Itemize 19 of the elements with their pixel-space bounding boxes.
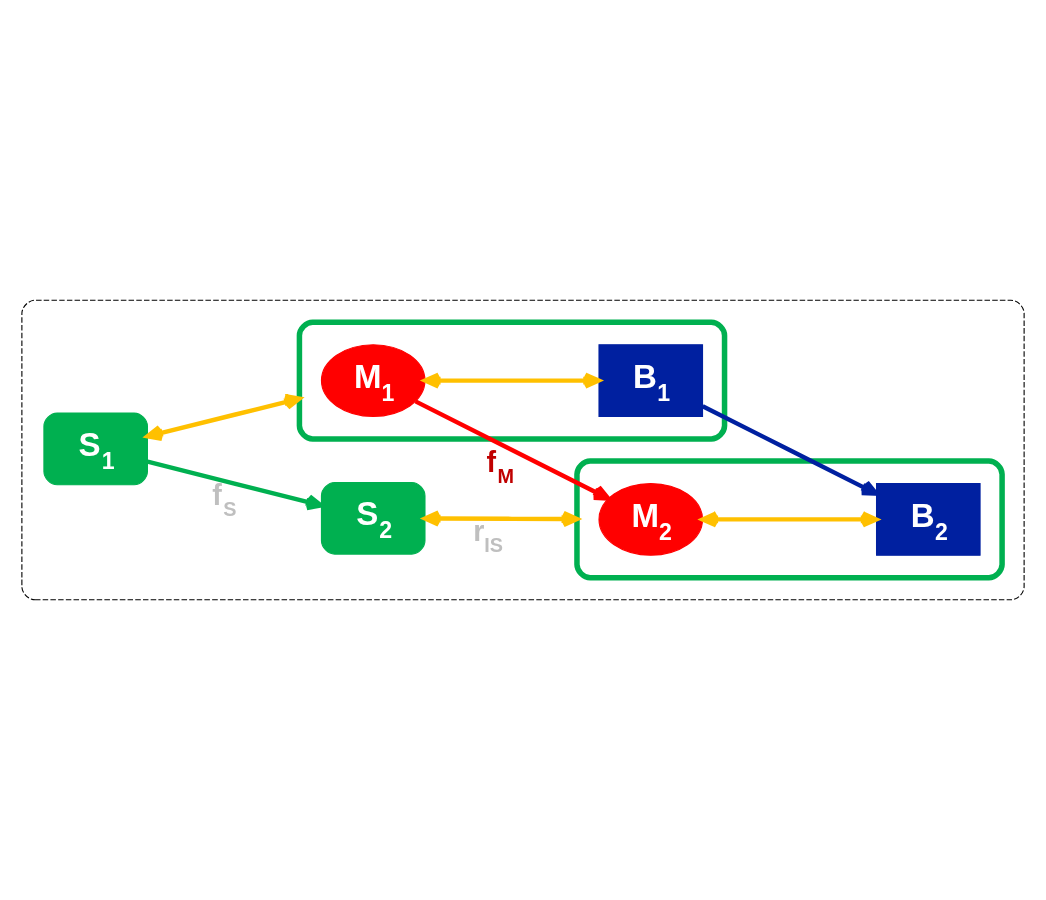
arrow (701, 404, 879, 496)
cluster (574, 458, 1005, 581)
arrow (700, 511, 879, 528)
cluster (296, 319, 728, 442)
edge-label: f$_{S}$ (212, 479, 237, 521)
edge-label: r$_{IS}$ (473, 514, 503, 556)
arrow (422, 372, 601, 389)
arrow (147, 459, 324, 511)
arrow (414, 399, 611, 501)
node-box: B$_{1}$ (598, 344, 704, 417)
cluster (21, 299, 1025, 601)
arrow (422, 510, 580, 528)
node-box: S$_{1}$ (43, 412, 148, 486)
edge-label: f$_{M}$ (486, 445, 515, 487)
node-ellipse: M$_{2}$ (598, 483, 704, 556)
arrow (145, 393, 302, 442)
node-box: S$_{2}$ (320, 481, 426, 555)
node-ellipse: M$_{1}$ (320, 344, 426, 417)
node-box: B$_{2}$ (876, 483, 981, 556)
